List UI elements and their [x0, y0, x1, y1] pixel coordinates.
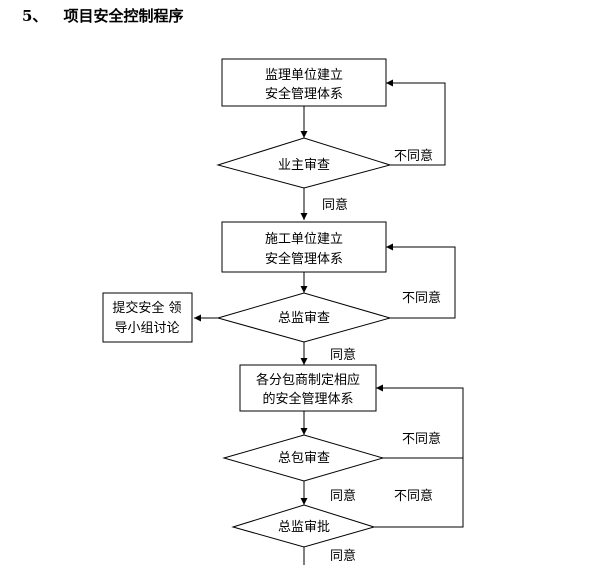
subcontractor-box-line1: 各分包商制定相应: [256, 372, 360, 388]
reject-label-4: 不同意: [394, 488, 433, 504]
reject-loop: [374, 384, 464, 528]
reject-label-2: 不同意: [402, 290, 441, 306]
safety-group-box: [102, 292, 193, 343]
construction-box-line2: 安全管理体系: [265, 251, 343, 267]
reject-loop: [386, 79, 446, 166]
section-heading: 5、项目安全控制程序: [22, 5, 183, 26]
section-number: 5、: [22, 7, 48, 25]
construction-system-box: [221, 221, 387, 273]
reject-label-3: 不同意: [402, 431, 441, 447]
reject-label-1: 不同意: [394, 148, 433, 164]
supervisor-system-box: [221, 58, 387, 107]
owner-review-label: 业主审查: [278, 158, 330, 173]
chief-supervisor-approve-label: 总监审批: [278, 520, 330, 535]
chief-supervisor-review-diamond: [216, 292, 392, 343]
section-title: 项目安全控制程序: [63, 7, 184, 25]
general-contractor-review-diamond: [222, 434, 385, 482]
reject-loop: [386, 243, 456, 319]
owner-review-diamond: [216, 137, 392, 189]
chief-supervisor-review-label: 总监审查: [278, 311, 330, 326]
agree-label-3: 同意: [330, 488, 356, 504]
chief-supervisor-approve-diamond: [231, 504, 376, 548]
agree-label-1: 同意: [322, 197, 348, 213]
supervisor-box-line1: 监理单位建立: [265, 68, 343, 83]
side-box-line1: 提交安全 领: [112, 300, 181, 316]
side-box-line2: 导小组讨论: [114, 321, 179, 336]
agree-label-4: 同意: [330, 548, 356, 564]
subcontractor-box-line2: 的安全管理体系: [262, 391, 353, 407]
construction-box-line1: 施工单位建立: [265, 232, 343, 247]
subcontractor-system-box: [239, 364, 377, 412]
agree-label-2: 同意: [330, 347, 356, 363]
general-contractor-review-label: 总包审查: [278, 451, 330, 466]
supervisor-box-line2: 安全管理体系: [265, 86, 343, 102]
